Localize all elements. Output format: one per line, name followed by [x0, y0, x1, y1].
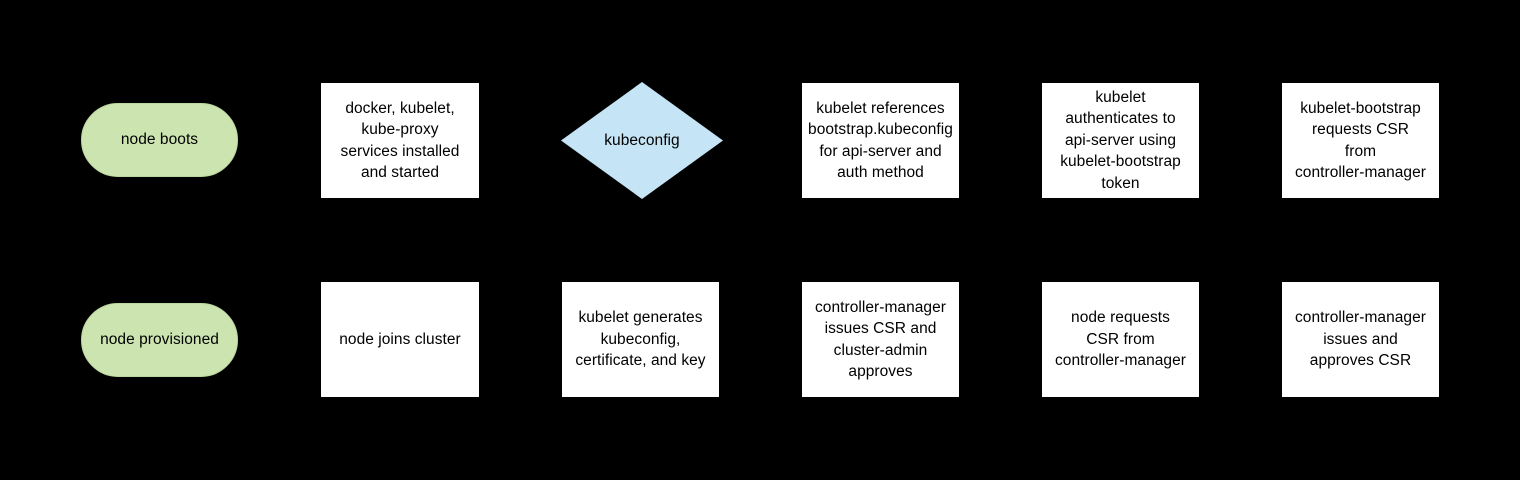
flow-node-kubelet-references[interactable]: kubelet references bootstrap.kubeconfig …: [801, 82, 960, 199]
node-label: controller-manager issues CSR and cluste…: [815, 298, 946, 381]
flow-node-kubelet-generates[interactable]: kubelet generates kubeconfig, certificat…: [561, 281, 720, 398]
node-label: kubelet authenticates to api-server usin…: [1060, 88, 1181, 192]
flow-node-kubelet-authenticates[interactable]: kubelet authenticates to api-server usin…: [1041, 82, 1200, 199]
flow-node-node-provisioned[interactable]: node provisioned: [81, 303, 238, 377]
node-label: kubelet generates kubeconfig, certificat…: [575, 309, 706, 370]
flow-node-cm-issues-csr[interactable]: controller-manager issues CSR and cluste…: [801, 281, 960, 398]
node-label: node boots: [120, 131, 199, 149]
node-label: kubelet-bootstrap requests CSR from cont…: [1295, 99, 1426, 182]
node-label: kubeconfig: [604, 131, 680, 149]
flow-node-bootstrap-requests-csr[interactable]: kubelet-bootstrap requests CSR from cont…: [1281, 82, 1440, 199]
node-label: kubelet references bootstrap.kubeconfig …: [808, 99, 953, 182]
node-label: node joins cluster: [339, 330, 461, 348]
flow-node-kubeconfig-decision[interactable]: kubeconfig: [561, 82, 723, 199]
flow-node-cm-issues-approves[interactable]: controller-manager issues and approves C…: [1281, 281, 1440, 398]
flow-node-node-requests-csr[interactable]: node requests CSR from controller-manage…: [1041, 281, 1200, 398]
flow-node-services-installed[interactable]: docker, kubelet, kube-proxy services ins…: [320, 82, 480, 199]
node-label: docker, kubelet, kube-proxy services ins…: [340, 99, 460, 182]
flow-node-node-joins-cluster[interactable]: node joins cluster: [320, 281, 480, 398]
node-label: node provisioned: [100, 331, 219, 349]
node-label: node requests CSR from controller-manage…: [1055, 309, 1186, 370]
flow-node-node-boots[interactable]: node boots: [81, 103, 238, 177]
node-label: controller-manager issues and approves C…: [1295, 309, 1426, 370]
